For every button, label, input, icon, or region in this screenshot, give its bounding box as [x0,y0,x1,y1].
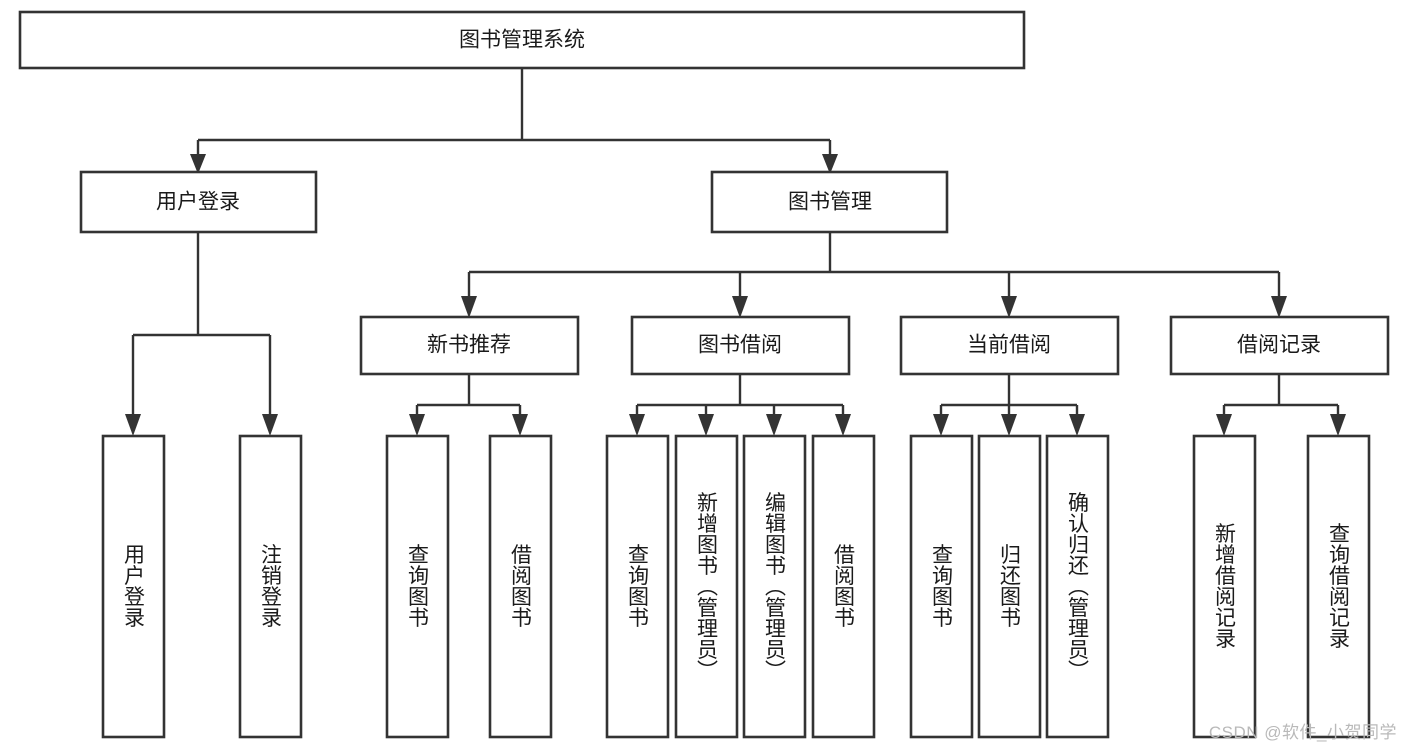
arrow-head-user-login [190,154,206,174]
arrow-head-current-borrow [1001,296,1017,318]
node-user-login[interactable]: 用户登录 [79,170,318,234]
node-root-box[interactable] [18,10,1026,70]
node-leaf-query-book-3-label: 查询图书 [930,544,954,628]
arrow-head-leaf-add-book [698,414,714,436]
arrow-head-leaf-borrow-book-2 [835,414,851,436]
node-book-borrow[interactable]: 图书借阅 [630,315,851,376]
node-root[interactable]: 图书管理系统 [18,10,1026,70]
node-leaf-borrow-book-1[interactable]: 借阅图书 [488,434,553,739]
node-leaf-user-login-label: 用户登录 [122,544,146,628]
node-book-manage-label: 图书管理 [788,191,872,214]
node-leaf-query-record[interactable]: 查询借阅记录 [1306,434,1371,739]
node-leaf-add-book-box[interactable] [674,434,739,739]
node-book-borrow-label: 图书借阅 [698,334,782,357]
arrow-head-leaf-query-record [1330,414,1346,436]
node-book-manage-box[interactable] [710,170,949,234]
arrow-head-new-book-rec [461,296,477,318]
arrow-head-leaf-confirm-return [1069,414,1085,436]
node-leaf-user-login-box[interactable] [101,434,166,739]
node-leaf-return-book-label: 归还图书 [998,544,1022,628]
node-leaf-query-book-1-label: 查询图书 [406,544,430,628]
arrow-head-leaf-add-record [1216,414,1232,436]
node-new-book-rec[interactable]: 新书推荐 [359,315,580,376]
arrow-head-borrow-record [1271,296,1287,318]
node-user-login-box[interactable] [79,170,318,234]
node-book-manage[interactable]: 图书管理 [710,170,949,234]
arrow-head-book-borrow [732,296,748,318]
arrow-head-leaf-query-book-2 [629,414,645,436]
node-leaf-edit-book-label: 编辑图书（管理员） [763,492,787,681]
node-root-label: 图书管理系统 [459,29,585,52]
node-leaf-confirm-return-box[interactable] [1045,434,1110,739]
node-user-login-label: 用户登录 [156,191,240,214]
edge-layer [125,68,1346,436]
node-leaf-edit-book-box[interactable] [742,434,807,739]
node-current-borrow-box[interactable] [899,315,1120,376]
node-leaf-query-record-label: 查询借阅记录 [1327,523,1351,649]
node-leaf-query-book-2[interactable]: 查询图书 [605,434,670,739]
node-borrow-record[interactable]: 借阅记录 [1169,315,1390,376]
arrow-head-book-manage [822,154,838,174]
node-leaf-borrow-book-1-box[interactable] [488,434,553,739]
node-leaf-borrow-book-2-box[interactable] [811,434,876,739]
node-leaf-borrow-book-2-label: 借阅图书 [832,544,856,628]
node-leaf-return-book[interactable]: 归还图书 [977,434,1042,739]
node-leaf-add-book-label: 新增图书（管理员） [695,492,719,681]
arrow-head-leaf-query-book-1 [409,414,425,436]
node-leaf-query-book-2-label: 查询图书 [626,544,650,628]
arrow-head-leaf-query-book-3 [933,414,949,436]
node-leaf-return-book-box[interactable] [977,434,1042,739]
arrow-head-leaf-user-login [125,414,141,436]
node-leaf-query-book-2-box[interactable] [605,434,670,739]
node-current-borrow-label: 当前借阅 [967,334,1051,357]
node-new-book-rec-box[interactable] [359,315,580,376]
node-borrow-record-box[interactable] [1169,315,1390,376]
node-leaf-user-logout-box[interactable] [238,434,303,739]
node-leaf-add-record[interactable]: 新增借阅记录 [1192,434,1257,739]
node-leaf-confirm-return-label: 确认归还（管理员） [1066,492,1090,681]
node-leaf-query-record-box[interactable] [1306,434,1371,739]
node-leaf-query-book-3[interactable]: 查询图书 [909,434,974,739]
node-leaf-user-login[interactable]: 用户登录 [101,434,166,739]
node-book-borrow-box[interactable] [630,315,851,376]
node-new-book-rec-label: 新书推荐 [427,334,511,357]
node-leaf-add-record-box[interactable] [1192,434,1257,739]
node-leaf-query-book-1[interactable]: 查询图书 [385,434,450,739]
node-leaf-confirm-return[interactable]: 确认归还（管理员） [1045,434,1110,739]
node-current-borrow[interactable]: 当前借阅 [899,315,1120,376]
node-leaf-user-logout-label: 注销登录 [259,544,283,628]
arrow-head-leaf-borrow-book-1 [512,414,528,436]
node-borrow-record-label: 借阅记录 [1237,334,1321,357]
arrow-head-leaf-edit-book [766,414,782,436]
node-leaf-borrow-book-2[interactable]: 借阅图书 [811,434,876,739]
node-leaf-add-book[interactable]: 新增图书（管理员） [674,434,739,739]
node-leaf-user-logout[interactable]: 注销登录 [238,434,303,739]
arrow-head-leaf-return-book [1001,414,1017,436]
node-leaf-add-record-label: 新增借阅记录 [1213,523,1237,649]
node-leaf-edit-book[interactable]: 编辑图书（管理员） [742,434,807,739]
node-leaf-borrow-book-1-label: 借阅图书 [509,544,533,628]
node-leaf-query-book-3-box[interactable] [909,434,974,739]
node-leaf-query-book-1-box[interactable] [385,434,450,739]
arrow-head-leaf-user-logout [262,414,278,436]
